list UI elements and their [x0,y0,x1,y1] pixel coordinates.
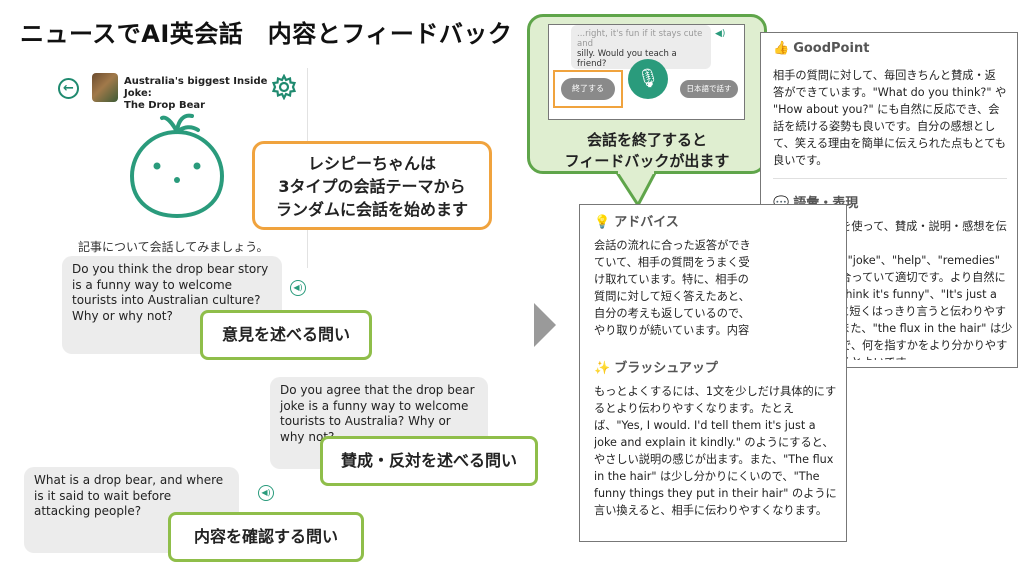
article-thumbnail [92,73,118,102]
thumbs-up-icon: 👍 [773,41,790,56]
japanese-mode-button[interactable]: 日本語で話す [680,80,738,98]
page-title: ニュースでAI英会話 内容とフィードバック [20,20,513,48]
callout-tail [616,171,658,207]
label-confirm: 内容を確認する問い [168,512,364,562]
speaker-icon[interactable]: ◀) [290,280,306,296]
goodpoint-body: 相手の質問に対して、毎回きちんと賛成・返答ができています。"What do yo… [773,69,1007,167]
feedback-panel-left: 💡アドバイス 会話の流れに合った返答ができていて、相手の質問をうまく受け取れてい… [579,204,847,542]
settings-button[interactable] [271,73,297,104]
info-note: レシピーちゃんは 3タイプの会話テーマから ランダムに会話を始めます [252,141,492,230]
chat-intro: 記事について会話してみましょう。 [78,240,269,254]
advice-heading: 💡アドバイス [594,215,679,230]
advice-body: 会話の流れに合った返答ができていて、相手の質問をうまく受け取れています。特に、相… [594,239,751,337]
phone-speaker-icon[interactable]: ◀) [715,29,726,39]
end-conversation-button[interactable]: 終了する [561,78,615,100]
callout-caption: 会話を終了すると フィードバックが出ます [564,131,730,170]
phone-screen: ...right, it's fun if it stays cute and … [548,24,745,120]
divider [773,178,1007,179]
label-agree: 賛成・反対を述べる問い [320,436,538,486]
gear-icon [271,73,297,101]
speaker-icon[interactable]: ◀) [258,485,274,501]
arrow-left-icon: ← [63,81,74,96]
label-opinion: 意見を述べる問い [200,310,372,360]
phone-chat-bubble: ...right, it's fun if it stays cute and … [571,25,711,69]
brushup-heading: ✨ブラッシュアップ [594,361,718,376]
end-button-highlight: 終了する [553,70,623,108]
back-button[interactable]: ← [58,78,79,99]
lightbulb-icon: 💡 [594,215,611,230]
goodpoint-heading: 👍GoodPoint [773,41,870,56]
brushup-body: もっとよくするには、1文を少しだけ具体的にするとより伝わりやすくなります。たとえ… [594,385,837,517]
article-title: Australia's biggest Inside Joke: The Dro… [124,76,268,111]
mic-button[interactable]: 🎙 [628,59,668,99]
sparkle-icon: ✨ [594,361,611,376]
flow-arrow-icon [534,303,556,347]
chat-bubble: What is a drop bear, and where is it sai… [24,467,239,553]
microphone-icon: 🎙 [636,68,660,89]
mascot-illustration [130,113,224,218]
